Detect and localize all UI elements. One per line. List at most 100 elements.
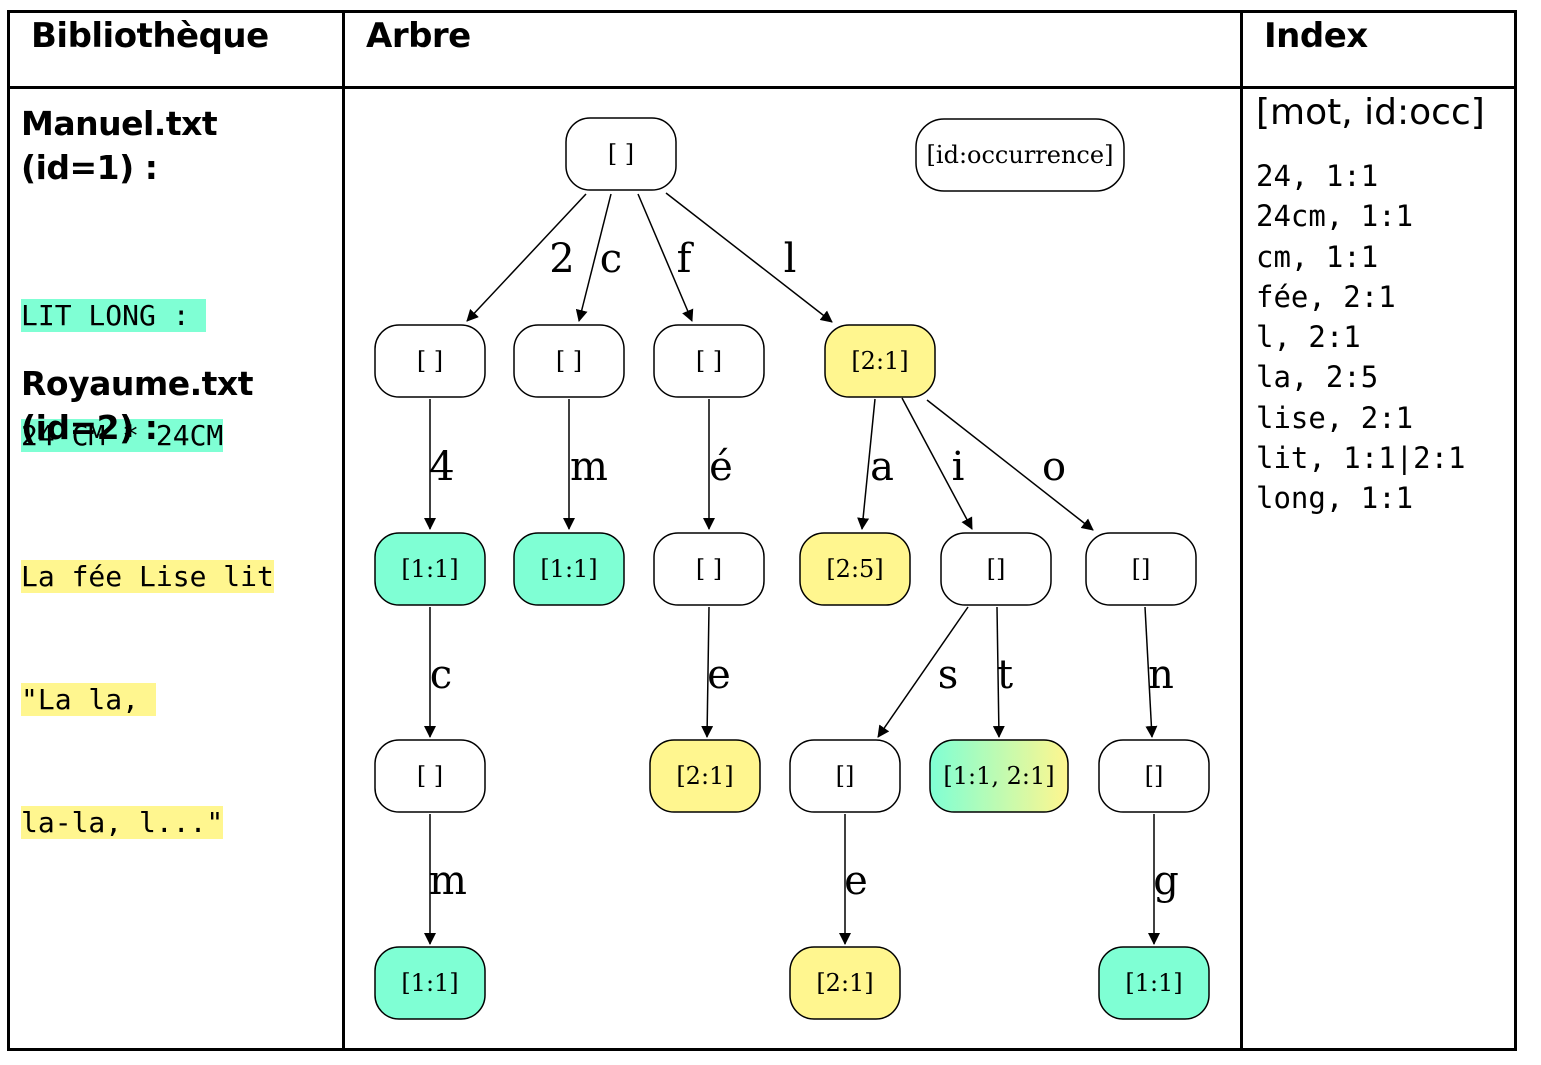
tree-node-box xyxy=(1098,946,1210,1020)
tree-node-label: [] xyxy=(836,762,855,790)
tree-edge-label: o xyxy=(1042,444,1066,490)
tree-node: [1:1] xyxy=(513,532,625,606)
tree-node: [ ] xyxy=(513,324,625,398)
tree-node-box xyxy=(374,532,486,606)
tree-node-box xyxy=(565,117,677,191)
document-1-filename: Manuel.txt xyxy=(21,104,218,143)
tree-edge-label: t xyxy=(997,652,1013,698)
tree-edge xyxy=(877,606,969,738)
index-entry: fée, 2:1 xyxy=(1256,279,1396,314)
document-2-line-2: "La la, xyxy=(21,683,156,716)
tree-edge-label: g xyxy=(1153,858,1179,904)
tree-edge-label: s xyxy=(938,652,959,698)
tree-edge xyxy=(901,397,973,530)
tree-node-label: [] xyxy=(1145,762,1164,790)
tree-edge xyxy=(665,192,833,323)
tree-edge-label: 2 xyxy=(549,236,574,282)
tree-node-box xyxy=(374,324,486,398)
legend-node: [id:occurrence] xyxy=(915,118,1125,192)
document-2-line-1: La fée Lise lit xyxy=(21,560,274,593)
tree-node: [ ] xyxy=(653,324,765,398)
tree-node-label: [1:1] xyxy=(401,555,458,583)
tree-node-box xyxy=(513,324,625,398)
document-2-content: La fée Lise lit "La la, la-la, l..." xyxy=(21,474,274,884)
tree-edge-label: e xyxy=(707,652,731,698)
tree-node-label: [1:1, 2:1] xyxy=(943,762,1054,790)
tree-node: [ ] xyxy=(565,117,677,191)
header-library: Bibliothèque xyxy=(31,16,269,56)
tree-node-box xyxy=(1085,532,1197,606)
document-1-line-1: LIT LONG : xyxy=(21,299,207,332)
tree-node-box xyxy=(653,324,765,398)
tree-edge xyxy=(857,398,876,530)
tree-node: [2:5] xyxy=(799,532,911,606)
tree-node: [1:1, 2:1] xyxy=(929,739,1069,813)
tree-node-label: [ ] xyxy=(556,347,582,375)
tree-edge xyxy=(637,193,694,322)
tree-edge xyxy=(926,399,1094,531)
tree-node-label: [ ] xyxy=(417,347,443,375)
index-entry: lit, 1:1|2:1 xyxy=(1256,441,1466,476)
tree-node-label: [ ] xyxy=(696,347,722,375)
index-entry: lise, 2:1 xyxy=(1256,400,1414,435)
tree-node: [ ] xyxy=(374,739,486,813)
column-divider-right xyxy=(1240,13,1243,1048)
tree-node: [2:1] xyxy=(649,739,761,813)
tree-node: [2:1] xyxy=(789,946,901,1020)
tree-node-label: [2:1] xyxy=(851,347,908,375)
tree-node: [ ] xyxy=(374,324,486,398)
tree-node-box xyxy=(824,324,936,398)
document-1-title: Manuel.txt (id=1) : xyxy=(21,102,218,190)
document-1-content: LIT LONG : 24 CM * 24CM xyxy=(21,216,224,496)
header-index: Index xyxy=(1264,16,1368,56)
tree-edge-label: m xyxy=(570,444,608,490)
document-2-title: Royaume.txt (id=2) : xyxy=(21,362,254,450)
index-entry: long, 1:1 xyxy=(1256,481,1414,516)
document-2-id: (id=2) : xyxy=(21,408,158,447)
index-entry: cm, 1:1 xyxy=(1256,239,1379,274)
tree-node-box xyxy=(649,739,761,813)
tree-node-box xyxy=(513,532,625,606)
tree-edge xyxy=(701,606,714,738)
index-list: 24, 1:1 24cm, 1:1 cm, 1:1 fée, 2:1 l, 2:… xyxy=(1256,156,1466,519)
column-divider-left xyxy=(342,13,345,1048)
tree-node: [2:1] xyxy=(824,324,936,398)
tree-edge-label: l xyxy=(784,236,797,282)
tree-node-label: [ ] xyxy=(696,555,722,583)
tree-node: [] xyxy=(789,739,901,813)
tree-node-box xyxy=(929,739,1069,813)
tree-edge-label: f xyxy=(677,236,695,282)
tree-edge xyxy=(992,606,1005,738)
tree-node-label: [2:1] xyxy=(816,969,873,997)
tree-node-box xyxy=(799,532,911,606)
tree-node-box xyxy=(1098,739,1210,813)
tree-node: [ ] xyxy=(653,532,765,606)
tree-node-label: [1:1] xyxy=(1125,969,1182,997)
tree-node: [1:1] xyxy=(1098,946,1210,1020)
header-tree: Arbre xyxy=(366,16,471,56)
tree-edge xyxy=(575,193,612,322)
tree-node-box xyxy=(374,946,486,1020)
document-2-filename: Royaume.txt xyxy=(21,364,254,403)
tree-node-label: [ ] xyxy=(608,140,634,168)
tree-node-box xyxy=(374,739,486,813)
document-1-id: (id=1) : xyxy=(21,148,158,187)
tree-edge-label: m xyxy=(429,858,467,904)
tree-edge xyxy=(466,193,587,322)
header-divider xyxy=(10,86,1514,89)
tree-node-label: [ ] xyxy=(417,762,443,790)
tree-node-label: [1:1] xyxy=(540,555,597,583)
index-entry: 24, 1:1 xyxy=(1256,159,1379,193)
index-entry: la, 2:5 xyxy=(1256,360,1379,395)
tree-node-box xyxy=(789,946,901,1020)
tree-node: [] xyxy=(940,532,1052,606)
tree-node-box xyxy=(789,739,901,813)
tree-node-box xyxy=(653,532,765,606)
tree-node-box xyxy=(940,532,1052,606)
tree-edge-label: c xyxy=(600,236,622,282)
index-entry: l, 2:1 xyxy=(1256,320,1361,355)
tree-edge-label: c xyxy=(430,652,452,698)
table-frame xyxy=(7,10,1517,1051)
tree-edge-label: é xyxy=(709,444,733,490)
